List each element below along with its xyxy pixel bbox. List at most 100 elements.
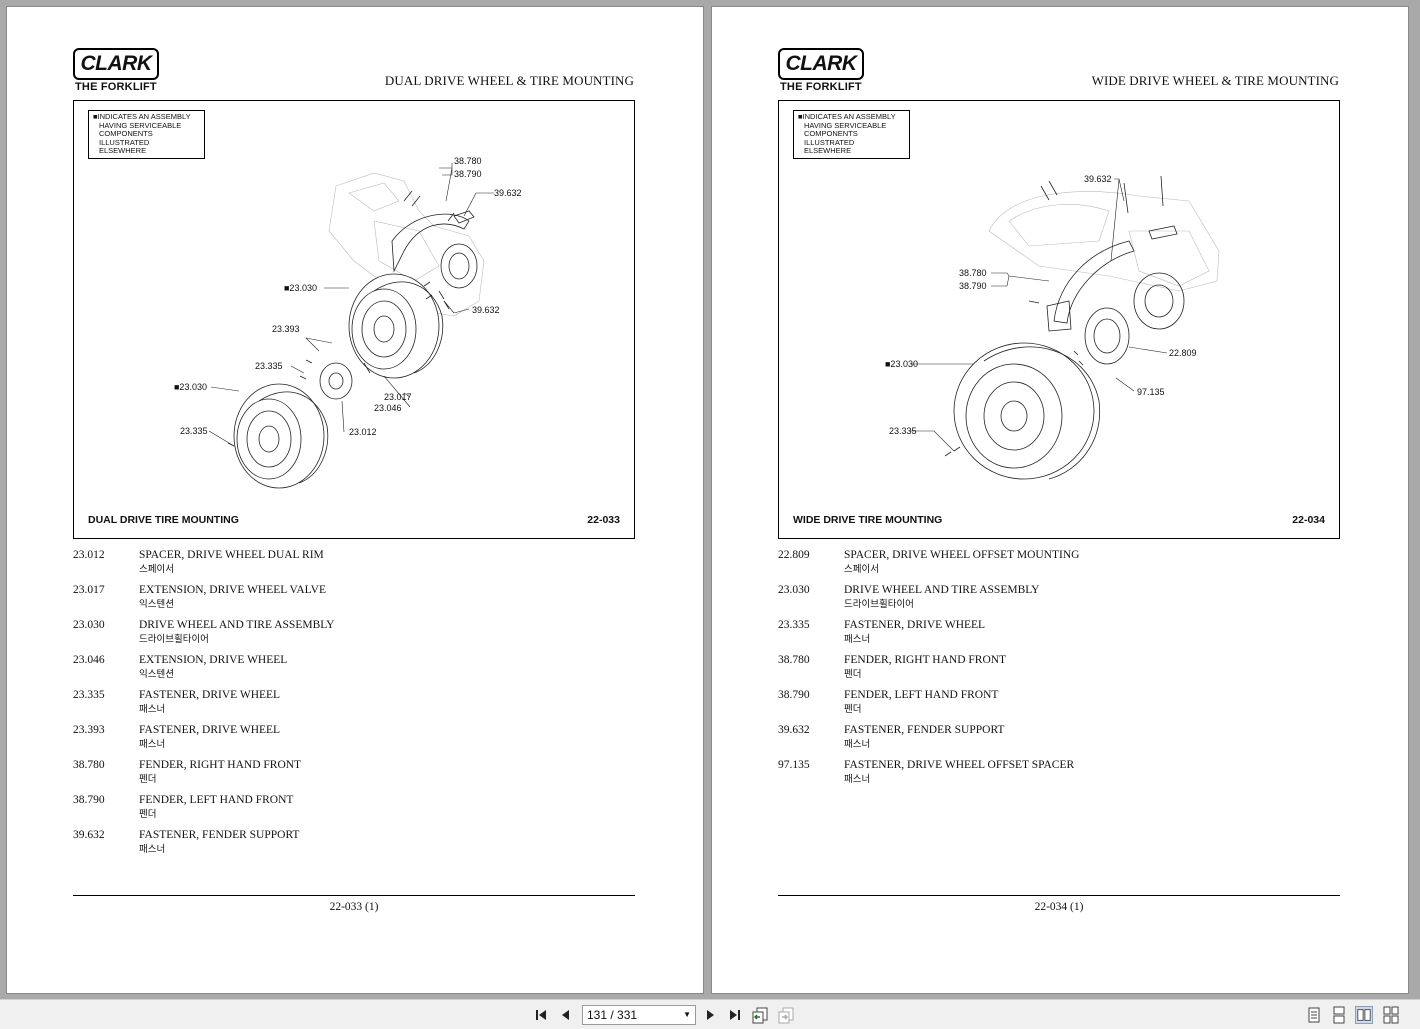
legend-line: ■INDICATES AN ASSEMBLY — [798, 112, 896, 121]
previous-page-icon[interactable] — [557, 1006, 575, 1024]
part-korean-name: 드라이브휠타이어 — [844, 599, 914, 610]
part-korean-name: 펜더 — [139, 809, 157, 820]
part-korean-name: 펜더 — [844, 669, 862, 680]
part-description: FASTENER, DRIVE WHEEL — [139, 724, 281, 736]
viewer-toolbar: 131 / 331 ▼ — [0, 999, 1420, 1029]
last-page-icon[interactable] — [725, 1006, 743, 1024]
part-description: FENDER, RIGHT HAND FRONT — [844, 654, 1007, 666]
legend-line: HAVING SERVICEABLE — [804, 120, 887, 130]
page-number-field[interactable]: 131 / 331 ▼ — [582, 1005, 696, 1025]
part-number: 23.030 — [73, 619, 105, 631]
callout-label: 38.790 — [454, 169, 482, 179]
figure-number: 22-033 — [587, 514, 620, 526]
callout-label: 23.017 — [384, 392, 412, 402]
part-description: DRIVE WHEEL AND TIRE ASSEMBLY — [139, 619, 335, 631]
part-description: EXTENSION, DRIVE WHEEL VALVE — [139, 584, 326, 596]
single-page-view-icon[interactable] — [1305, 1006, 1323, 1024]
callout-label: ■23.030 — [174, 382, 207, 392]
left-page: CLARK THE FORKLIFT DUAL DRIVE WHEEL & TI… — [6, 6, 704, 994]
page-footer: 22-033 (1) — [329, 901, 379, 913]
callout-label: ■23.030 — [284, 283, 317, 293]
logo-brand: CLARK — [73, 48, 159, 80]
part-description: SPACER, DRIVE WHEEL OFFSET MOUNTING — [844, 549, 1080, 561]
continuous-facing-view-icon[interactable] — [1382, 1006, 1400, 1024]
part-description: FENDER, LEFT HAND FRONT — [139, 794, 294, 806]
callout-label: 23.335 — [255, 361, 283, 371]
part-description: DRIVE WHEEL AND TIRE ASSEMBLY — [844, 584, 1040, 596]
part-korean-name: 패스너 — [844, 634, 871, 645]
parts-list: 22.809 SPACER, DRIVE WHEEL OFFSET MOUNTIN… — [778, 548, 1338, 793]
page-title: WIDE DRIVE WHEEL & TIRE MOUNTING — [1091, 73, 1339, 88]
part-korean-name: 익스텐션 — [139, 599, 174, 610]
part-korean-name: 패스너 — [139, 844, 166, 855]
part-korean-name: 스페이서 — [139, 564, 174, 575]
part-korean-name: 패스너 — [844, 774, 871, 785]
figure-caption: DUAL DRIVE TIRE MOUNTING — [88, 514, 239, 526]
clark-logo: CLARK THE FORKLIFT — [778, 48, 864, 93]
part-number: 39.632 — [778, 724, 810, 736]
part-description: FENDER, RIGHT HAND FRONT — [139, 759, 302, 771]
page-footer: 22-034 (1) — [1034, 901, 1084, 913]
part-number: 23.017 — [73, 584, 105, 596]
parts-diagram: ■INDICATES AN ASSEMBLY HAVING SERVICEABL… — [73, 100, 635, 539]
part-korean-name: 펜더 — [844, 704, 862, 715]
part-korean-name: 패스너 — [139, 739, 166, 750]
exploded-view-drawing: 39.632 38.780 38.790 22.809 ■23.030 97.1… — [885, 174, 1220, 480]
legend-line: COMPONENTS ILLUSTRATED — [804, 129, 858, 147]
next-view-icon[interactable] — [777, 1006, 795, 1024]
chevron-down-icon[interactable]: ▼ — [683, 1010, 691, 1019]
clark-logo: CLARK THE FORKLIFT — [73, 48, 159, 93]
part-description: SPACER, DRIVE WHEEL DUAL RIM — [139, 549, 324, 561]
part-korean-name: 드라이브휠타이어 — [139, 634, 209, 645]
part-number: 22.809 — [778, 549, 810, 561]
list-item: 23.030 DRIVE WHEEL AND TIRE ASSEMBLY 드라이브휠… — [778, 583, 1338, 618]
next-page-icon[interactable] — [701, 1006, 719, 1024]
part-description: FASTENER, DRIVE WHEEL OFFSET SPACER — [844, 759, 1075, 771]
assembly-legend: ■INDICATES AN ASSEMBLY HAVING SERVICEABL… — [88, 110, 205, 159]
callout-label: 39.632 — [1084, 174, 1112, 184]
part-number: 23.046 — [73, 654, 105, 666]
list-item: 22.809 SPACER, DRIVE WHEEL OFFSET MOUNTIN… — [778, 548, 1338, 583]
facing-view-icon[interactable] — [1355, 1006, 1373, 1024]
legend-line: COMPONENTS ILLUSTRATED — [99, 129, 153, 147]
callout-label: 23.335 — [180, 426, 208, 436]
part-description: FASTENER, DRIVE WHEEL — [844, 619, 986, 631]
previous-view-icon[interactable] — [751, 1006, 769, 1024]
part-korean-name: 패스너 — [139, 704, 166, 715]
callout-label: 39.632 — [472, 305, 500, 315]
callout-label: 97.135 — [1137, 387, 1165, 397]
legend-line: ELSEWHERE — [99, 146, 147, 155]
part-description: FENDER, LEFT HAND FRONT — [844, 689, 999, 701]
part-number: 97.135 — [778, 759, 810, 771]
part-korean-name: 익스텐션 — [139, 669, 174, 680]
list-item: 97.135 FASTENER, DRIVE WHEEL OFFSET SPACE… — [778, 758, 1338, 793]
part-number: 23.393 — [73, 724, 105, 736]
callout-label: 22.809 — [1169, 348, 1197, 358]
footer-divider — [778, 895, 1340, 896]
legend-line: HAVING SERVICEABLE — [99, 120, 182, 130]
callout-label: 23.393 — [272, 324, 300, 334]
page-title: DUAL DRIVE WHEEL & TIRE MOUNTING — [384, 73, 634, 88]
part-number: 23.030 — [778, 584, 810, 596]
assembly-legend: ■INDICATES AN ASSEMBLY HAVING SERVICEABL… — [793, 110, 910, 159]
callout-label: 38.780 — [959, 268, 987, 278]
figure-caption: WIDE DRIVE TIRE MOUNTING — [793, 514, 943, 526]
first-page-icon[interactable] — [533, 1006, 551, 1024]
part-description: FASTENER, FENDER SUPPORT — [139, 829, 300, 841]
exploded-view-drawing: 38.780 38.790 39.632 ■23.030 39.632 23.3… — [174, 156, 522, 489]
part-korean-name: 스페이서 — [844, 564, 879, 575]
part-description: FASTENER, FENDER SUPPORT — [844, 724, 1005, 736]
callout-label: 38.790 — [959, 281, 987, 291]
logo-tagline: THE FORKLIFT — [780, 81, 862, 93]
part-number: 23.335 — [73, 689, 105, 701]
list-item: 23.017 EXTENSION, DRIVE WHEEL VALVE 익스텐션 — [73, 583, 633, 618]
legend-line: ELSEWHERE — [804, 146, 852, 155]
continuous-view-icon[interactable] — [1330, 1006, 1348, 1024]
